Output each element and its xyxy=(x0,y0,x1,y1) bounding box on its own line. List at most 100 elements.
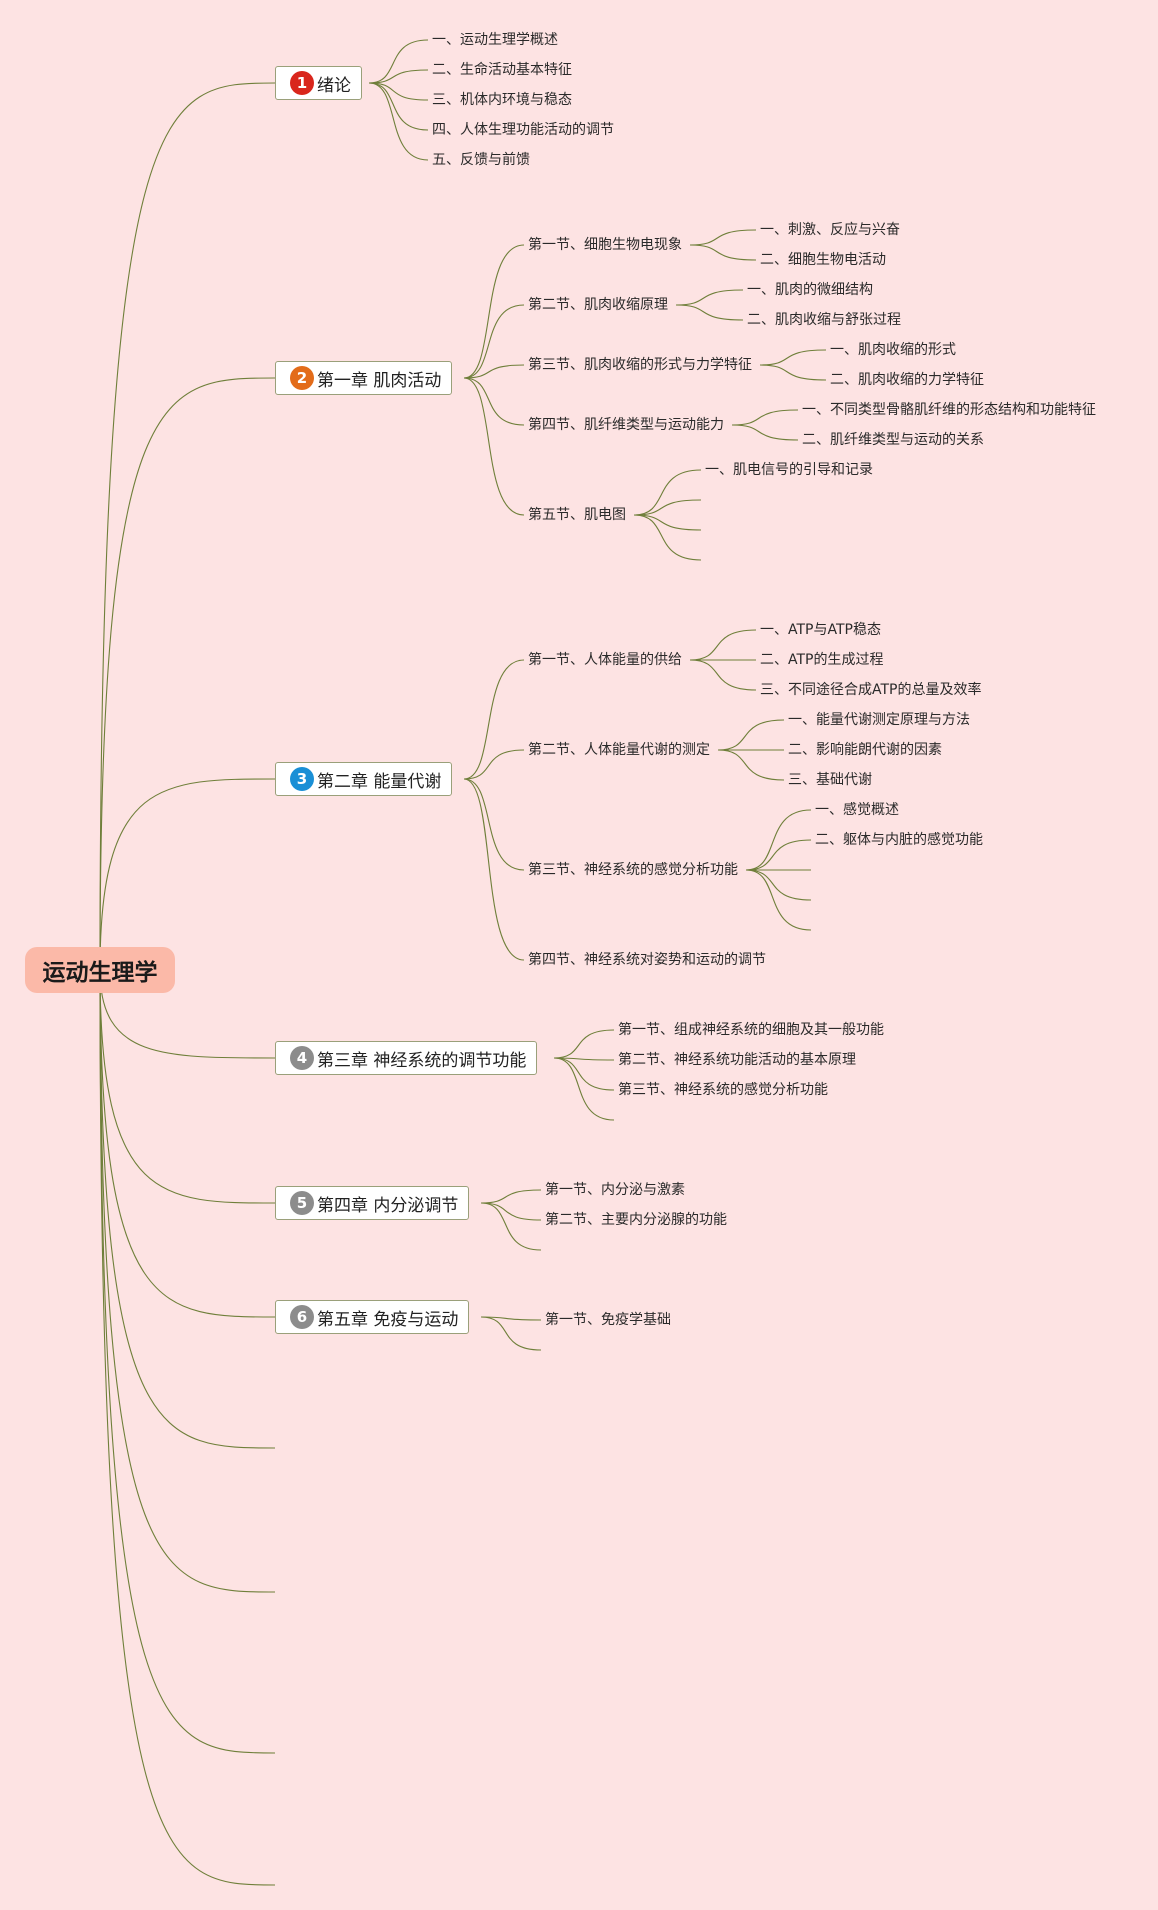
chapter-3-section-2-item-1[interactable]: 一、能量代谢测定原理与方法 xyxy=(788,712,970,728)
root-to-empty-branch-2 xyxy=(99,969,276,1593)
chapter-4-section-3[interactable]: 第三节、神经系统的感觉分析功能 xyxy=(618,1082,828,1098)
chapter-3-section-1-item-2[interactable]: 二、ATP的生成过程 xyxy=(760,652,884,668)
chapter-label: 第二章 能量代谢 xyxy=(317,771,442,792)
chapter-3-section-2-branch-1 xyxy=(717,719,785,751)
chapter-2-section-1[interactable]: 第一节、细胞生物电现象 xyxy=(528,237,682,253)
chapter-label: 第四章 内分泌调节 xyxy=(317,1195,459,1216)
chapter-2-section-3-branch-1 xyxy=(759,349,827,366)
chapter-5-section-1[interactable]: 第一节、内分泌与激素 xyxy=(545,1182,685,1198)
chapter-3-section-3-branch-5 xyxy=(745,869,812,931)
chapter-3-section-2-item-2[interactable]: 二、影响能朗代谢的因素 xyxy=(788,742,942,758)
chapter-3-section-2-branch-3 xyxy=(717,749,785,781)
chapter-2-section-2-branch-1 xyxy=(675,289,744,306)
chapter-2-section-3-branch-2 xyxy=(759,364,827,381)
chapter-label: 绪论 xyxy=(317,75,351,96)
chapter-3-section-3[interactable]: 第三节、神经系统的感觉分析功能 xyxy=(528,862,738,878)
chapter-4-section-2[interactable]: 第二节、神经系统功能活动的基本原理 xyxy=(618,1052,856,1068)
root-to-chapter-1 xyxy=(99,82,276,971)
chapter-1-section-5[interactable]: 五、反馈与前馈 xyxy=(432,152,530,168)
chapter-5-branch-2 xyxy=(480,1202,542,1221)
chapter-2-section-5-branch-1 xyxy=(633,469,702,516)
chapter-3-section-2[interactable]: 第二节、人体能量代谢的测定 xyxy=(528,742,710,758)
chapter-2-section-4-item-1[interactable]: 一、不同类型骨骼肌纤维的形态结构和功能特征 xyxy=(802,402,1096,418)
chapter-1-branch-5 xyxy=(368,82,429,161)
chapter-2-section-2[interactable]: 第二节、肌肉收缩原理 xyxy=(528,297,668,313)
chapter-2-branch-5 xyxy=(463,377,525,516)
chapter-3-section-3-branch-4 xyxy=(745,869,812,901)
chapter-4-branch-4 xyxy=(553,1057,615,1121)
root-to-chapter-2 xyxy=(99,377,276,971)
chapter-3-branch-3 xyxy=(463,778,525,871)
chapter-3-branch-4 xyxy=(463,778,525,961)
chapter-3-section-2-item-3[interactable]: 三、基础代谢 xyxy=(788,772,872,788)
chapter-5-section-2[interactable]: 第二节、主要内分泌腺的功能 xyxy=(545,1212,727,1228)
chapter-2-section-3-item-1[interactable]: 一、肌肉收缩的形式 xyxy=(830,342,956,358)
chapter-2-section-1-item-2[interactable]: 二、细胞生物电活动 xyxy=(760,252,886,268)
chapter-3-section-3-item-2[interactable]: 二、躯体与内脏的感觉功能 xyxy=(815,832,983,848)
chapter-5-branch-1 xyxy=(480,1189,542,1204)
chapter-2-section-3-item-2[interactable]: 二、肌肉收缩的力学特征 xyxy=(830,372,984,388)
chapter-4-section-1[interactable]: 第一节、组成神经系统的细胞及其一般功能 xyxy=(618,1022,884,1038)
chapter-3-section-3-item-1[interactable]: 一、感觉概述 xyxy=(815,802,899,818)
chapter-1-branch-4 xyxy=(368,82,429,131)
chapter-number-badge: 3 xyxy=(290,767,314,791)
chapter-1-branch-3 xyxy=(368,82,429,101)
chapter-1-section-4[interactable]: 四、人体生理功能活动的调节 xyxy=(432,122,614,138)
chapter-2-branch-2 xyxy=(463,304,525,379)
chapter-3-section-1-branch-1 xyxy=(689,629,757,661)
chapter-4-branch-2 xyxy=(553,1057,615,1061)
chapter-2-branch-4 xyxy=(463,377,525,426)
root-to-empty-branch-1 xyxy=(99,969,276,1449)
chapter-6-section-1[interactable]: 第一节、免疫学基础 xyxy=(545,1312,671,1328)
chapter-2-section-5-item-1[interactable]: 一、肌电信号的引导和记录 xyxy=(705,462,873,478)
chapter-4-branch-3 xyxy=(553,1057,615,1091)
chapter-2-section-4-branch-1 xyxy=(731,409,799,426)
chapter-number-badge: 2 xyxy=(290,366,314,390)
chapter-number-badge: 5 xyxy=(290,1191,314,1215)
chapter-3-section-1-item-3[interactable]: 三、不同途径合成ATP的总量及效率 xyxy=(760,682,982,698)
chapter-number-badge: 6 xyxy=(290,1305,314,1329)
chapter-2-section-1-branch-1 xyxy=(689,229,757,246)
chapter-2-section-5[interactable]: 第五节、肌电图 xyxy=(528,507,626,523)
chapter-2-section-5-branch-4 xyxy=(633,514,702,561)
root-node[interactable]: 运动生理学 xyxy=(25,947,175,993)
chapter-label: 第五章 免疫与运动 xyxy=(317,1309,459,1330)
chapter-2-section-1-item-1[interactable]: 一、刺激、反应与兴奋 xyxy=(760,222,900,238)
chapter-3-branch-2 xyxy=(463,749,525,780)
chapter-2-section-5-branch-2 xyxy=(633,499,702,516)
chapter-2-section-4[interactable]: 第四节、肌纤维类型与运动能力 xyxy=(528,417,724,433)
chapter-label: 第三章 神经系统的调节功能 xyxy=(317,1050,527,1071)
chapter-3-section-3-branch-1 xyxy=(745,809,812,871)
chapter-4-branch-1 xyxy=(553,1029,615,1059)
chapter-2-section-4-item-2[interactable]: 二、肌纤维类型与运动的关系 xyxy=(802,432,984,448)
chapter-2-section-2-item-1[interactable]: 一、肌肉的微细结构 xyxy=(747,282,873,298)
chapter-3-section-3-branch-2 xyxy=(745,839,812,871)
chapter-3-section-4[interactable]: 第四节、神经系统对姿势和运动的调节 xyxy=(528,952,766,968)
chapter-2-section-5-branch-3 xyxy=(633,514,702,531)
chapter-3-section-1[interactable]: 第一节、人体能量的供给 xyxy=(528,652,682,668)
chapter-1-section-1[interactable]: 一、运动生理学概述 xyxy=(432,32,558,48)
root-to-chapter-3 xyxy=(99,778,276,971)
chapter-6-branch-1 xyxy=(480,1316,542,1321)
chapter-1-section-3[interactable]: 三、机体内环境与稳态 xyxy=(432,92,572,108)
chapter-1-section-2[interactable]: 二、生命活动基本特征 xyxy=(432,62,572,78)
chapter-3-section-1-branch-3 xyxy=(689,659,757,691)
chapter-3-branch-1 xyxy=(463,659,525,780)
chapter-number-badge: 1 xyxy=(290,71,314,95)
chapter-2-section-2-item-2[interactable]: 二、肌肉收缩与舒张过程 xyxy=(747,312,901,328)
chapter-label: 第一章 肌肉活动 xyxy=(317,370,442,391)
chapter-3-section-1-item-1[interactable]: 一、ATP与ATP稳态 xyxy=(760,622,881,638)
chapter-2-section-3[interactable]: 第三节、肌肉收缩的形式与力学特征 xyxy=(528,357,752,373)
chapter-1-branch-1 xyxy=(368,39,429,84)
chapter-2-section-4-branch-2 xyxy=(731,424,799,441)
root-to-chapter-5 xyxy=(99,969,276,1204)
chapter-2-section-2-branch-2 xyxy=(675,304,744,321)
chapter-2-section-1-branch-2 xyxy=(689,244,757,261)
